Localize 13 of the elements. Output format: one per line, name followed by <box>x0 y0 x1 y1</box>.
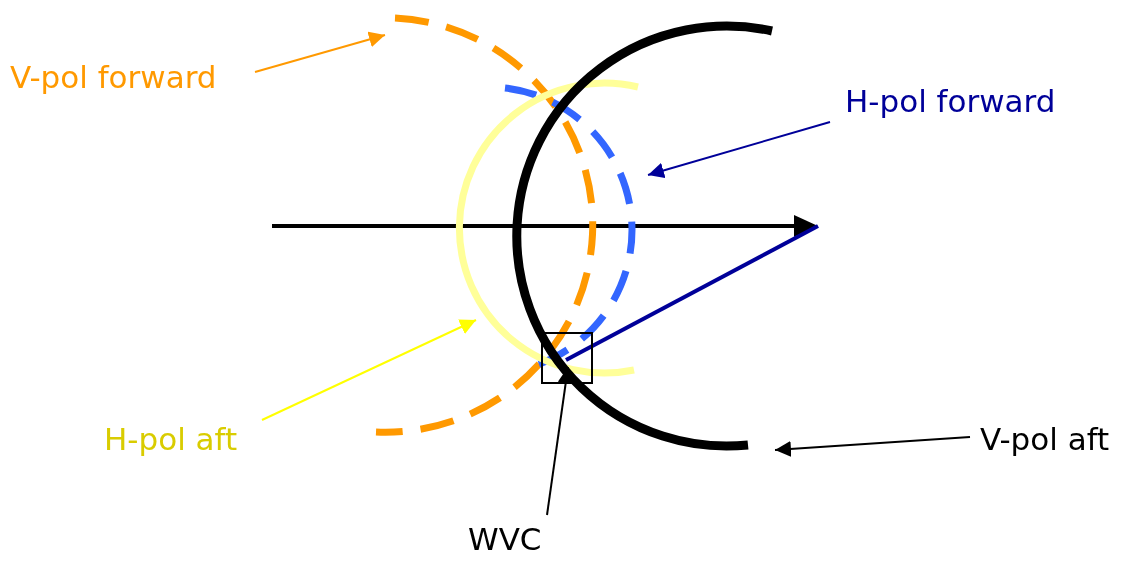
leader-line <box>254 31 386 73</box>
leader-line <box>774 436 971 457</box>
arc <box>456 79 639 377</box>
leader-line <box>647 121 831 179</box>
square-marker <box>541 332 593 384</box>
callout-text: H-pol forward <box>845 84 1056 119</box>
arc <box>512 21 773 451</box>
callout-text: V-pol forward <box>10 60 217 95</box>
callout-text: V-pol aft <box>980 422 1110 457</box>
callout-text: H-pol aft <box>104 422 238 457</box>
dashed-arc <box>375 14 597 436</box>
leader-line <box>261 319 477 421</box>
callout-text: WVC <box>468 522 542 557</box>
